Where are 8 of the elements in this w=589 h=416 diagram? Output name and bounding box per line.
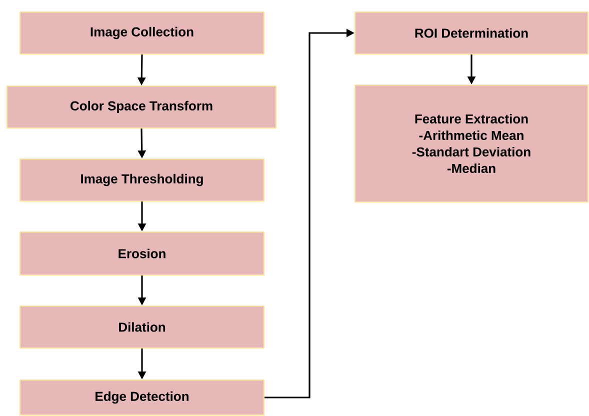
process-box: ROI Determination bbox=[354, 12, 588, 54]
process-box: Image Thresholding bbox=[20, 158, 264, 202]
process-box: Color Space Transform bbox=[6, 86, 276, 128]
process-box: Dilation bbox=[20, 306, 264, 348]
process-box: Edge Detection bbox=[20, 380, 264, 416]
process-box: Feature Extraction -Arithmetic Mean -Standart Deviation -Median bbox=[354, 84, 588, 202]
process-box: Image Collection bbox=[20, 12, 264, 54]
process-box: Erosion bbox=[20, 232, 264, 276]
